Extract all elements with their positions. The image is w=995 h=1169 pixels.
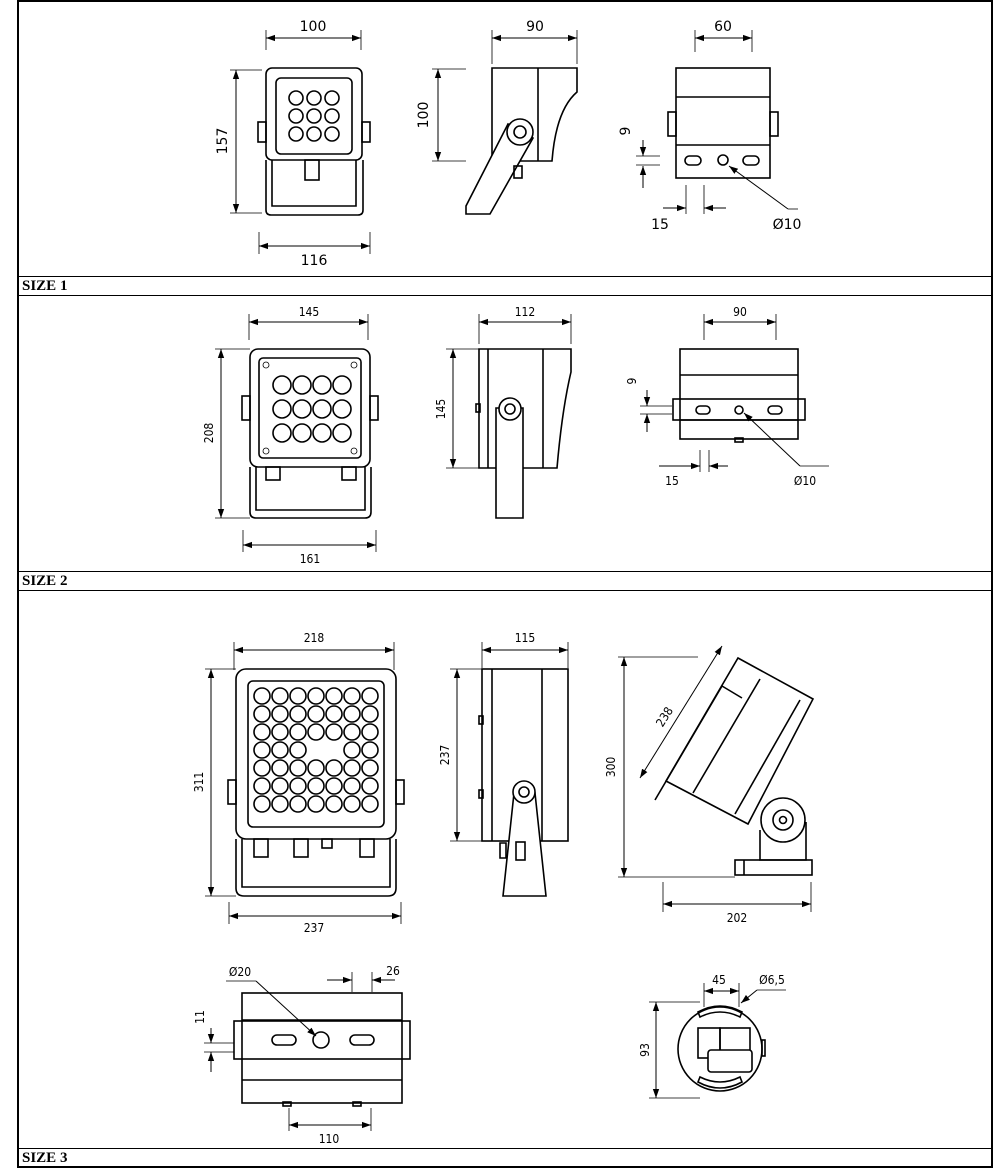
led-lens: [289, 777, 307, 795]
led-lens: [325, 687, 343, 705]
size1-back-spacing-label: 15: [651, 217, 669, 233]
led-lens: [271, 723, 289, 741]
led-lens: [325, 705, 343, 723]
size3-base-hole-label: Ø6,5: [759, 973, 785, 987]
size1-side-view: 90 100: [416, 19, 578, 215]
led-lens: [271, 759, 289, 777]
size3-tilted-base-label: 202: [727, 911, 748, 925]
led-lens: [343, 777, 361, 795]
led-lens: [253, 741, 271, 759]
caption-row-size-1: SIZE 1: [17, 276, 993, 296]
size3-side-depth-label: 115: [515, 631, 536, 645]
caption-size-2: SIZE 2: [22, 573, 68, 589]
size3-front-view: 218 311 237: [192, 631, 405, 935]
led-lens: [307, 687, 325, 705]
caption-row-size-3: SIZE 3: [17, 1148, 993, 1168]
led-lens: [271, 777, 289, 795]
led-lens: [289, 687, 307, 705]
size2-back-view: 90 9 15 Ø10: [625, 305, 829, 488]
led-lens: [289, 723, 307, 741]
led-lens: [307, 777, 325, 795]
size2-side-height-label: 145: [434, 399, 448, 420]
led-lens: [307, 759, 325, 777]
led-lens: [343, 687, 361, 705]
size1-back-width-label: 60: [714, 19, 732, 35]
size1-front-height-label: 157: [215, 128, 231, 155]
size1-back-hole-label: Ø10: [773, 217, 802, 233]
size3-front-width-label: 218: [304, 631, 325, 645]
size3-base-width-label: 45: [712, 973, 726, 987]
led-lens: [307, 795, 325, 813]
size2-front-height-label: 208: [202, 423, 216, 444]
size3-back-slot-height-label: 11: [193, 1010, 207, 1024]
led-lens: [253, 795, 271, 813]
led-lens: [271, 741, 289, 759]
caption-size-1: SIZE 1: [22, 278, 68, 294]
size1-front-view: 100 157 116: [215, 19, 371, 269]
led-lens: [253, 759, 271, 777]
led-lens: [307, 723, 325, 741]
led-lens: [289, 759, 307, 777]
led-lens: [289, 795, 307, 813]
caption-row-size-2: SIZE 2: [17, 571, 993, 591]
led-lens: [361, 723, 379, 741]
led-lens: [271, 705, 289, 723]
size1-side-depth-label: 90: [526, 19, 544, 35]
size1-front-width-label: 100: [300, 19, 327, 35]
led-lens: [271, 687, 289, 705]
size3-side-height-label: 237: [438, 745, 452, 766]
sheet-frame: [17, 0, 993, 1168]
size3-back-view: Ø20 26 11 110: [193, 964, 411, 1146]
led-lens: [343, 759, 361, 777]
size3-side-view: 115 237: [438, 631, 569, 897]
led-lens: [325, 723, 343, 741]
size2-side-depth-label: 112: [515, 305, 536, 319]
size1-back-view: 60 9 15 Ø10: [618, 19, 801, 233]
led-lens: [307, 705, 325, 723]
led-lens: [271, 795, 289, 813]
size1-bracket-width-label: 116: [301, 253, 328, 269]
led-lens: [253, 777, 271, 795]
size2-bracket-width-label: 161: [300, 552, 321, 566]
size3-tilted-height-label: 300: [604, 757, 618, 778]
size1-back-slot-height-label: 9: [618, 127, 634, 136]
size2-back-hole-label: Ø10: [794, 474, 816, 488]
size3-back-spacing-label: 26: [386, 964, 400, 978]
size3-base-view: 45 Ø6,5 93: [638, 973, 786, 1099]
led-lens: [253, 687, 271, 705]
size2-back-slot-height-label: 9: [625, 377, 639, 384]
size2-front-width-label: 145: [299, 305, 320, 319]
led-lens: [361, 705, 379, 723]
led-lens: [343, 705, 361, 723]
led-lens: [361, 777, 379, 795]
led-lens: [343, 795, 361, 813]
size3-back-hole-label: Ø20: [229, 965, 251, 979]
size3-back-width-label: 110: [319, 1132, 340, 1146]
size3-bracket-width-label: 237: [304, 921, 325, 935]
led-lens: [343, 741, 361, 759]
led-lens: [361, 759, 379, 777]
size3-base-height-label: 93: [638, 1043, 652, 1057]
led-lens: [361, 741, 379, 759]
size2-side-view: 112 145: [434, 305, 572, 519]
caption-size-3: SIZE 3: [22, 1150, 68, 1166]
led-lens: [361, 687, 379, 705]
led-lens: [253, 705, 271, 723]
size1-side-height-label: 100: [416, 102, 432, 129]
led-lens: [361, 795, 379, 813]
size3-front-height-label: 311: [192, 772, 206, 793]
led-lens: [325, 777, 343, 795]
size2-front-view: 145 208 161: [202, 305, 379, 566]
led-lens: [343, 723, 361, 741]
led-lens: [253, 723, 271, 741]
size3-tilted-view: 300 238 202: [604, 645, 815, 925]
led-lens: [325, 759, 343, 777]
led-lens: [325, 795, 343, 813]
led-lens: [289, 705, 307, 723]
size2-back-spacing-label: 15: [665, 474, 679, 488]
led-lens: [289, 741, 307, 759]
size2-back-width-label: 90: [733, 305, 747, 319]
